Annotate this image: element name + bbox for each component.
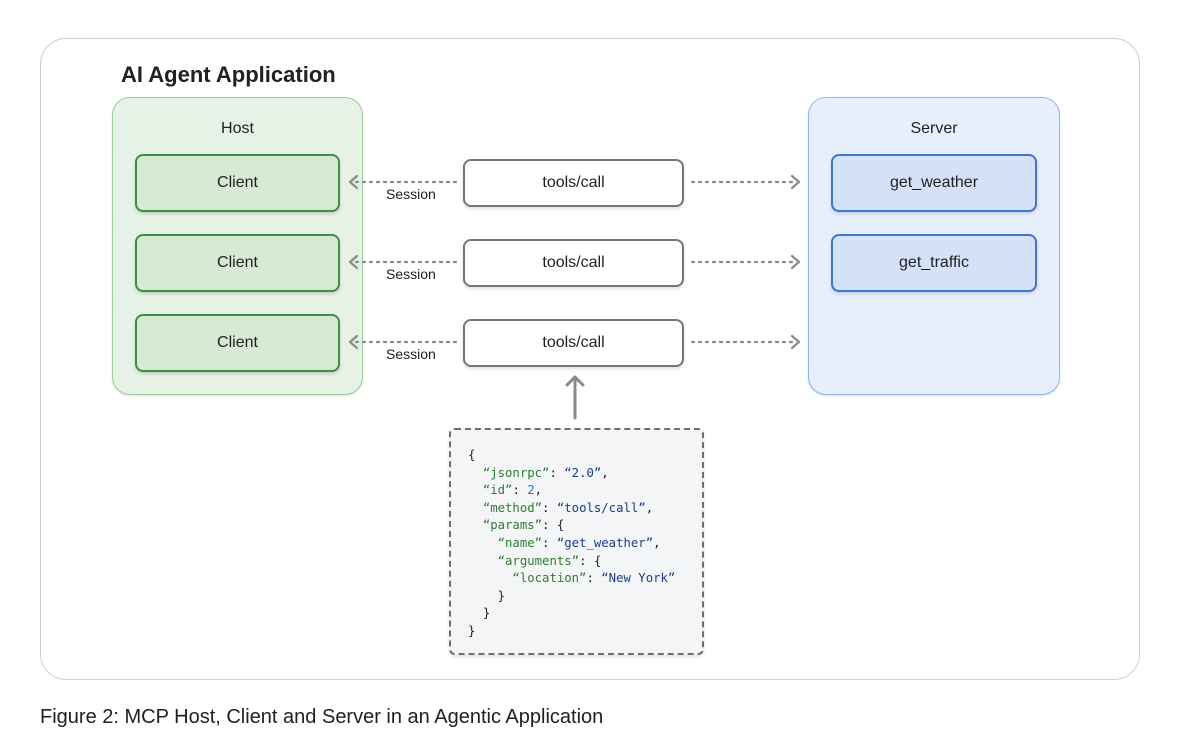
json-arguments-close: } bbox=[497, 588, 506, 603]
tool-get-weather: get_weather bbox=[831, 154, 1037, 212]
client-box-2: Client bbox=[135, 234, 340, 292]
json-code: { “jsonrpc”: “2.0”, “id”: 2, “method”: “… bbox=[468, 448, 676, 638]
json-value-location: “New York” bbox=[601, 571, 676, 586]
json-key-arguments: “arguments” bbox=[497, 553, 580, 568]
tools-call-box-2: tools/call bbox=[463, 239, 684, 287]
client-box-3: Client bbox=[135, 314, 340, 372]
session-label-1: Session bbox=[386, 186, 436, 202]
json-params-open: { bbox=[556, 518, 565, 533]
payload-arrowhead bbox=[565, 375, 585, 387]
json-value-jsonrpc: “2.0” bbox=[564, 465, 602, 480]
json-value-id: 2 bbox=[527, 483, 535, 498]
json-request-box: { “jsonrpc”: “2.0”, “id”: 2, “method”: “… bbox=[449, 428, 704, 655]
json-key-location: “location” bbox=[512, 571, 587, 586]
json-value-name: “get_weather” bbox=[556, 535, 654, 550]
tools-call-box-1: tools/call bbox=[463, 159, 684, 207]
json-key-name: “name” bbox=[497, 535, 543, 550]
client-box-1: Client bbox=[135, 154, 340, 212]
application-frame bbox=[40, 38, 1140, 680]
json-key-params: “params” bbox=[482, 518, 543, 533]
json-open-brace: { bbox=[468, 448, 476, 462]
figure-caption: Figure 2: MCP Host, Client and Server in… bbox=[40, 706, 604, 728]
server-label: Server bbox=[910, 120, 958, 137]
session-arrowhead-1 bbox=[348, 174, 359, 190]
request-arrowhead-2 bbox=[790, 254, 801, 270]
json-params-close: } bbox=[482, 606, 491, 621]
session-label-3: Session bbox=[386, 346, 436, 362]
request-arrowhead-3 bbox=[790, 334, 801, 350]
host-label: Host bbox=[221, 120, 254, 137]
session-arrowhead-2 bbox=[348, 254, 359, 270]
json-value-method: “tools/call” bbox=[556, 500, 646, 515]
json-arguments-open: { bbox=[593, 553, 602, 568]
json-key-id: “id” bbox=[482, 483, 513, 498]
app-title: AI Agent Application bbox=[121, 62, 336, 87]
tools-call-box-3: tools/call bbox=[463, 319, 684, 367]
tool-get-traffic: get_traffic bbox=[831, 234, 1037, 292]
session-label-2: Session bbox=[386, 266, 436, 282]
json-key-jsonrpc: “jsonrpc” bbox=[482, 465, 550, 480]
json-key-method: “method” bbox=[482, 500, 543, 515]
request-arrowhead-1 bbox=[790, 174, 801, 190]
json-close-brace: } bbox=[468, 623, 476, 638]
session-arrowhead-3 bbox=[348, 334, 359, 350]
